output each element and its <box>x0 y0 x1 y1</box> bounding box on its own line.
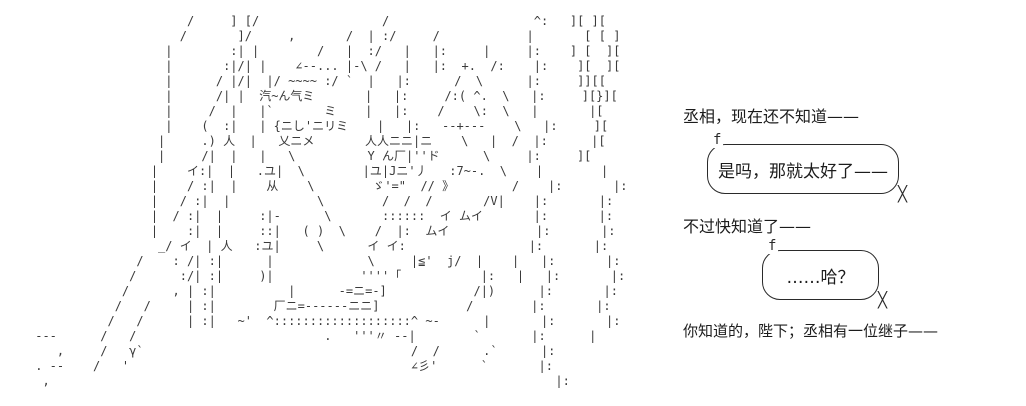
ascii-art-illustration: / ] [/ / ^: ][ ][ / ]/ , / | :/ / | [ [ … <box>35 14 628 388</box>
speech-bubble-1-text: 是吗，那就太好了—— <box>718 161 888 182</box>
dialogue-line-3: 你知道的，陛下；丞相有一位继子—— <box>683 322 939 340</box>
speech-bubble-2: f ……哈？ ╳ <box>762 238 887 309</box>
speech-bubble-2-text: ……哈？ <box>786 267 855 288</box>
speech-bubble-1: f 是吗，那就太好了—— ╳ <box>707 132 907 203</box>
bubble-notch-glyph: f <box>766 238 779 254</box>
bubble-tail-icon: ╳ <box>877 291 887 309</box>
bubble-notch-glyph: f <box>711 132 724 148</box>
dialogue-line-2: 不过快知道了—— <box>683 217 812 236</box>
dialogue-line-1: 丞相，现在还不知道—— <box>683 107 860 126</box>
bubble-tail-icon: ╳ <box>897 185 907 203</box>
